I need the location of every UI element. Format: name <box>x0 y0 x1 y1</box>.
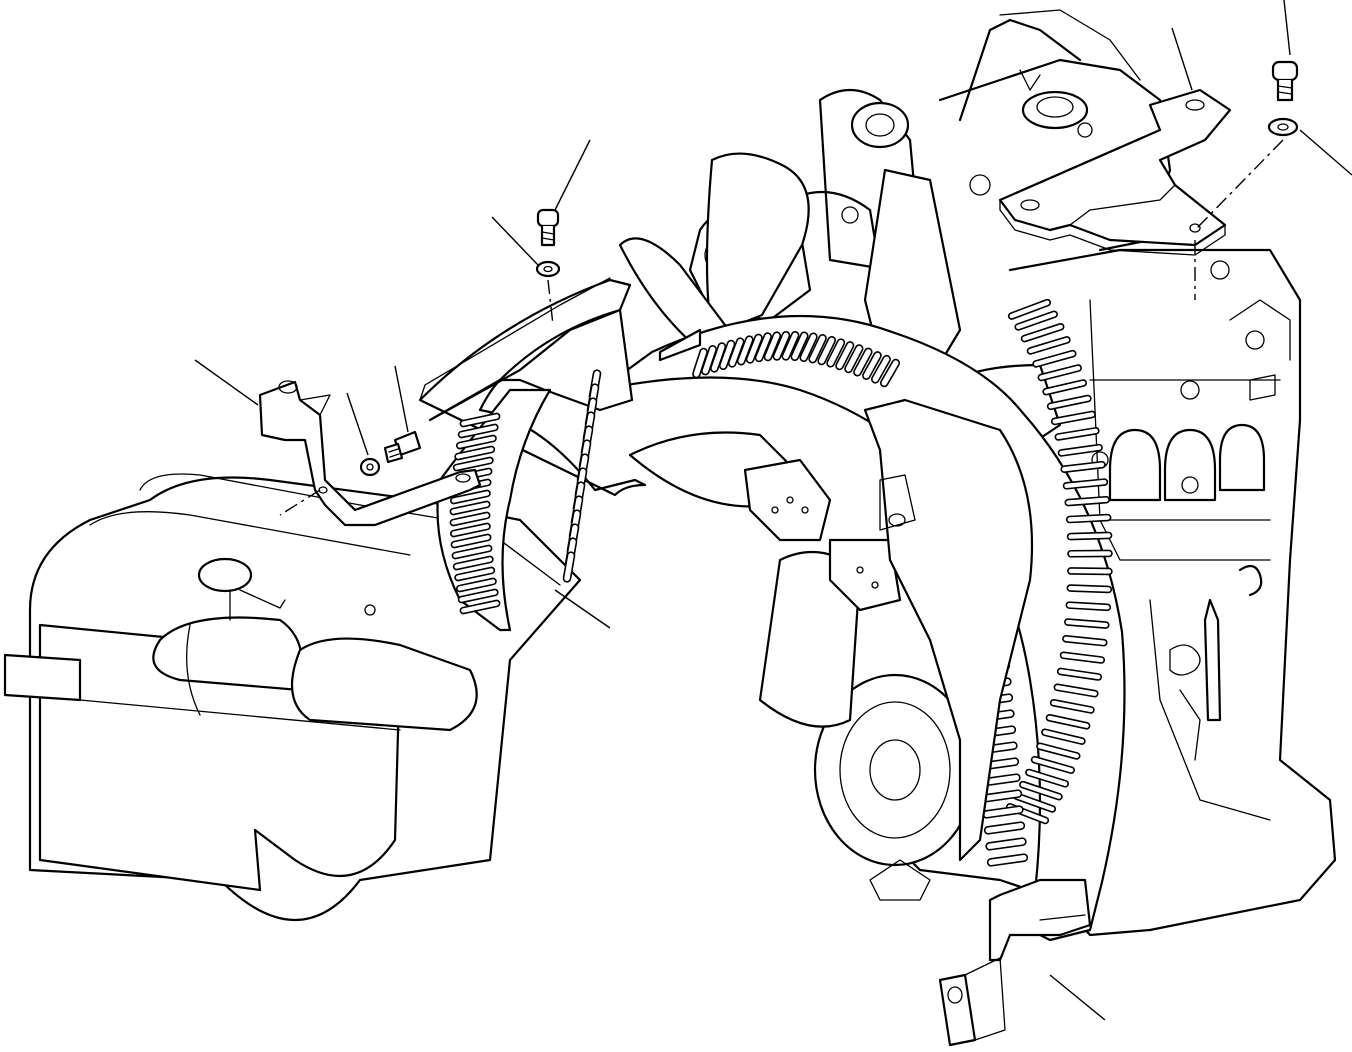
leader-line <box>194 359 259 406</box>
guard-slot <box>1019 780 1063 801</box>
guard-slot <box>871 354 891 384</box>
guard-slot <box>982 805 1024 819</box>
bolt <box>1271 60 1299 102</box>
guard-slot <box>455 434 497 450</box>
guard-slot <box>983 821 1026 835</box>
assembly-line <box>547 279 554 326</box>
guard-slot <box>1059 651 1106 664</box>
guard-slot <box>879 358 901 388</box>
guard-slot <box>1066 584 1113 594</box>
washer <box>359 457 381 477</box>
guard-slot <box>449 522 491 538</box>
guard-slot <box>1030 755 1075 774</box>
guard-slot <box>1041 728 1086 745</box>
guard-slot <box>986 853 1029 867</box>
guard-slot <box>781 330 800 361</box>
guard-slot <box>1065 513 1112 524</box>
guard-slot <box>1064 618 1110 629</box>
guard-slot <box>1060 460 1106 474</box>
leader-line <box>554 589 611 629</box>
guard-slot <box>745 333 763 364</box>
guard-slot <box>772 330 791 361</box>
guard-slot <box>808 334 827 364</box>
guard-slot <box>449 500 491 516</box>
guard-slot <box>1067 549 1113 558</box>
guard-slot <box>1054 427 1100 441</box>
guard-slot <box>1056 667 1103 681</box>
guard-slot <box>1020 322 1065 343</box>
leader-line <box>1049 974 1106 1021</box>
guard-slot <box>449 489 491 505</box>
guard-slot <box>562 551 576 583</box>
radiator-grille <box>3 473 582 922</box>
guard-slot <box>862 351 882 380</box>
guard-slot <box>1042 379 1088 396</box>
guard-slot <box>457 423 499 439</box>
guard-slot <box>459 412 501 428</box>
guard-slot <box>1025 768 1070 788</box>
fan-guard-left <box>418 277 647 632</box>
guard-slot <box>449 511 491 527</box>
guard-slot <box>844 344 864 374</box>
guard-slot <box>853 347 873 377</box>
leader-line <box>1283 0 1291 56</box>
guard-slot <box>1036 742 1081 760</box>
guard-slot <box>985 837 1027 851</box>
guard-slot <box>452 555 494 571</box>
leader-line <box>554 139 591 211</box>
washer <box>1267 117 1299 137</box>
guard-slot <box>454 566 496 582</box>
guard-slot <box>835 341 855 371</box>
guard-slot <box>1050 410 1096 426</box>
guard-slot <box>1064 495 1111 507</box>
assembly-line <box>279 489 321 516</box>
guard-slot <box>1067 567 1113 576</box>
leader-line <box>1299 129 1352 176</box>
assembly-line <box>1194 139 1284 231</box>
guard-slot <box>1037 364 1082 382</box>
guard-slot <box>450 533 492 549</box>
guard-slot <box>1066 531 1113 541</box>
guard-slot <box>1065 601 1112 612</box>
guard-slot <box>1032 349 1077 368</box>
fan-guard-right <box>598 298 1126 1047</box>
guard-slot <box>754 332 772 363</box>
guard-slot <box>763 331 782 362</box>
guard-slot <box>455 577 497 593</box>
leader-line <box>394 365 409 433</box>
engine-block <box>618 9 1337 937</box>
guard-slot <box>454 445 496 461</box>
guard-slot <box>799 332 818 363</box>
guard-slot <box>452 456 494 472</box>
guard-slot <box>1014 310 1058 331</box>
guard-slot <box>1053 683 1099 698</box>
guard-slot <box>1046 394 1092 411</box>
guard-slot <box>790 331 809 362</box>
guard-slot <box>1049 698 1095 714</box>
bracket-top <box>998 88 1232 256</box>
guard-slot <box>1007 298 1052 320</box>
guard-slot <box>1045 713 1091 730</box>
guard-slot <box>826 338 846 368</box>
bracket-left <box>258 380 482 527</box>
guard-slot <box>451 544 493 560</box>
guard-slot <box>457 588 499 604</box>
bolt <box>383 430 422 464</box>
guard-slot <box>1026 336 1071 355</box>
guard-slot <box>1062 634 1108 647</box>
leader-line <box>491 216 539 266</box>
bolt <box>536 208 560 247</box>
guard-slot <box>817 335 837 366</box>
guard-slot <box>459 599 501 615</box>
guard-slot <box>1057 443 1103 457</box>
leader-line <box>1171 27 1193 91</box>
guard-slot <box>1062 478 1109 490</box>
washer <box>535 260 561 278</box>
leader-line <box>346 392 369 456</box>
